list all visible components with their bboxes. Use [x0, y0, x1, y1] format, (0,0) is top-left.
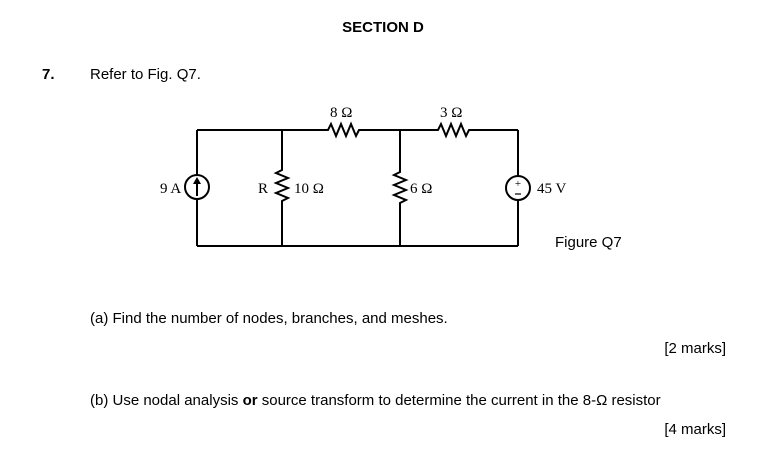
section-title: SECTION D	[342, 19, 424, 36]
part-b-text: (b) Use nodal analysis or source transfo…	[90, 392, 661, 409]
top-wire	[197, 121, 518, 139]
label-resistor-r-value: 10 Ω	[294, 181, 324, 197]
question-number: 7.	[42, 66, 55, 83]
voltage-source-symbol	[505, 175, 531, 201]
part-a-text: (a) Find the number of nodes, branches, …	[90, 310, 448, 327]
part-b-marks: [4 marks]	[664, 421, 726, 438]
resistor-6-ohm	[391, 130, 409, 246]
label-resistor-8: 8 Ω	[330, 105, 352, 121]
label-voltage-source: 45 V	[537, 181, 566, 197]
plus-sign: +	[515, 178, 521, 190]
part-b-text-pre: (b) Use nodal analysis	[90, 392, 243, 409]
figure-caption: Figure Q7	[555, 234, 622, 251]
current-source-symbol	[184, 174, 210, 200]
label-resistor-3: 3 Ω	[440, 105, 462, 121]
label-resistor-r-name: R	[258, 181, 268, 197]
part-b-text-bold: or	[242, 392, 258, 409]
label-resistor-6: 6 Ω	[410, 181, 432, 197]
resistor-r-10-ohm	[273, 130, 291, 246]
part-a-marks: [2 marks]	[664, 340, 726, 357]
current-arrow-head	[193, 177, 201, 184]
part-b-text-post: source transform to determine the curren…	[257, 392, 661, 409]
question-text: Refer to Fig. Q7.	[90, 66, 201, 83]
label-current-source: 9 A	[160, 181, 181, 197]
